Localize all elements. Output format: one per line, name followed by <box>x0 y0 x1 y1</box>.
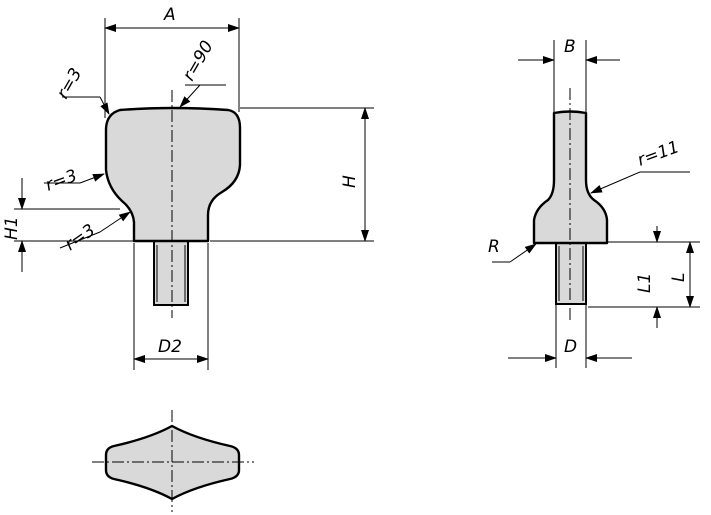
dim-H1: H1 <box>2 216 22 240</box>
dim-D: D <box>564 337 577 357</box>
dim-r3-mid: r=3 <box>43 166 80 196</box>
front-view: A r=3 r=90 H r=3 H1 r=3 D2 <box>2 5 374 370</box>
side-thread <box>555 242 587 305</box>
dim-L: L <box>669 273 689 282</box>
dim-r11: r=11 <box>635 137 682 170</box>
dim-r90: r=90 <box>179 37 218 84</box>
dim-H: H <box>340 175 360 188</box>
dim-L1: L1 <box>635 273 655 293</box>
dim-R: R <box>488 237 500 257</box>
front-thread <box>153 240 189 306</box>
top-view <box>92 410 254 512</box>
side-view: B r=11 R L1 L D <box>488 37 700 368</box>
dim-D2: D2 <box>158 337 182 357</box>
dim-B: B <box>564 37 576 57</box>
front-knob-body <box>104 106 242 243</box>
dim-A: A <box>163 5 176 25</box>
dim-r3-low: r=3 <box>61 220 99 255</box>
